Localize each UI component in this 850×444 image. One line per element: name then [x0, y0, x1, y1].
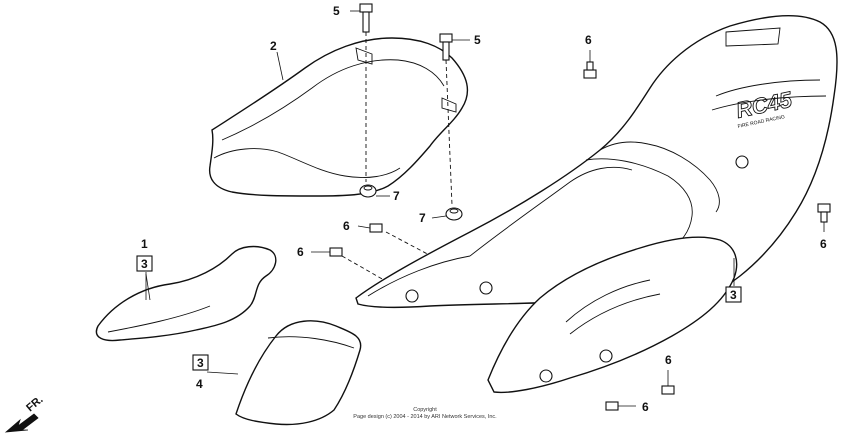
svg-text:3: 3 [141, 257, 148, 271]
seat-cover[interactable] [208, 37, 469, 197]
leader-4 [206, 371, 239, 375]
strip-panel[interactable] [235, 320, 362, 426]
screw-right[interactable] [817, 203, 831, 223]
label-part-6-right: 6 [820, 237, 827, 251]
label-part-4: 4 [196, 377, 203, 391]
box-label-left: 3 [136, 255, 153, 272]
label-part-6-bottom-a: 6 [665, 353, 672, 367]
foam-pad[interactable] [95, 245, 277, 342]
label-part-6-mid-a: 6 [343, 219, 350, 233]
label-part-7-b: 7 [419, 211, 426, 225]
leader-6-mid-a [357, 225, 371, 229]
label-part-5-top: 5 [333, 4, 340, 18]
label-part-7-a: 7 [393, 189, 400, 203]
screw-mid-a[interactable] [369, 223, 383, 233]
svg-text:3: 3 [197, 356, 204, 370]
screw-top-right[interactable] [583, 61, 597, 79]
front-label: FR. [24, 394, 45, 415]
copyright-line-2: Page design (c) 2004 - 2014 by ARI Netwo… [353, 414, 497, 420]
label-part-1: 1 [141, 237, 148, 251]
label-part-6-mid-b: 6 [297, 245, 304, 259]
leader-2 [276, 51, 284, 81]
bolt-top[interactable] [350, 3, 373, 33]
screw-mid-b[interactable] [329, 247, 343, 257]
leader-1 [145, 273, 151, 301]
grommet-a[interactable] [359, 184, 390, 198]
screw-bottom-b[interactable] [605, 401, 619, 411]
label-part-6-bottom-b: 6 [642, 400, 649, 414]
assembly-line-2 [445, 59, 453, 206]
box-label-lower: 3 [192, 354, 209, 371]
svg-text:3: 3 [730, 288, 737, 302]
bolt-mid[interactable] [439, 33, 470, 61]
grommet-b[interactable] [431, 207, 463, 221]
label-part-5-mid: 5 [474, 33, 481, 47]
label-part-6-tr: 6 [585, 33, 592, 47]
copyright-line-1: Copyright [413, 407, 437, 413]
screw-bottom-a[interactable] [661, 385, 675, 395]
front-arrow-icon: FR. [4, 394, 46, 433]
label-part-2: 2 [270, 39, 277, 53]
lower-cowl[interactable] [487, 236, 738, 394]
box-label-right: 3 [725, 286, 742, 303]
